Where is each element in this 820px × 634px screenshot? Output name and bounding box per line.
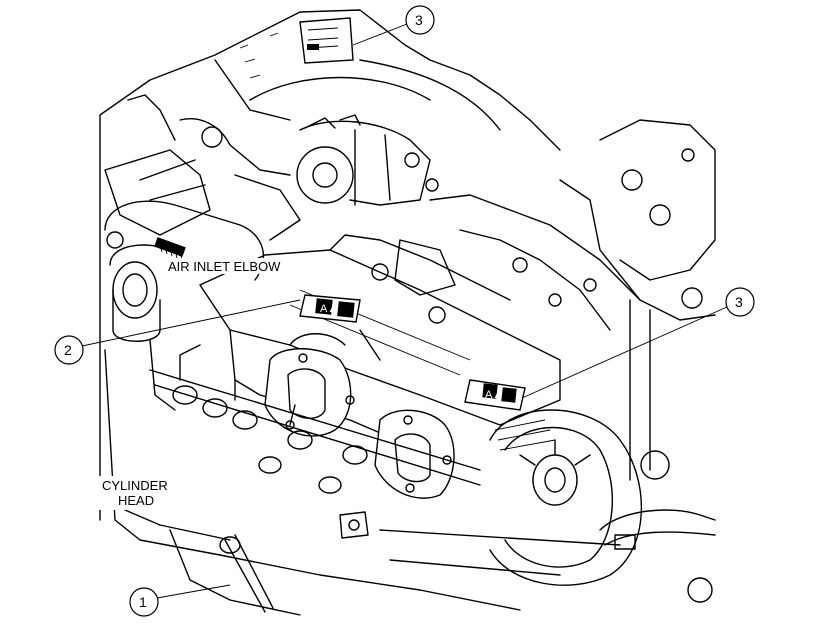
cylinder-head-label-line2: HEAD xyxy=(118,493,154,508)
water-pump xyxy=(296,114,439,206)
front-pulley-housing xyxy=(489,409,716,586)
cylinder-head-label-line1: CYLINDER xyxy=(102,478,168,493)
callout-number: 3 xyxy=(415,12,423,28)
decal-intake-front: A▲ xyxy=(299,294,361,323)
dipstick xyxy=(219,534,274,613)
callout-3-top: 3 xyxy=(352,5,435,46)
air-inlet-elbow-label: AIR INLET ELBOW xyxy=(168,259,281,274)
rear-cover xyxy=(99,9,561,521)
cylinder-head-part xyxy=(104,339,521,616)
left-rear-mechanism xyxy=(104,118,301,241)
cover-plate-upper xyxy=(264,348,355,437)
valve-cover-upper xyxy=(371,194,641,331)
decal-text-b: A▲ xyxy=(485,389,503,401)
air-inlet-elbow-part xyxy=(104,200,265,342)
callout-2: 2 xyxy=(54,299,301,365)
lower-fasteners xyxy=(339,511,621,576)
callout-1: 1 xyxy=(129,584,231,617)
callout-3-right: 3 xyxy=(521,287,755,399)
decal-rear-cover xyxy=(299,17,354,64)
decal-text-a: A▲ xyxy=(320,303,338,315)
right-components xyxy=(559,119,716,603)
cover-plate-lower xyxy=(374,409,455,499)
callout-number: 3 xyxy=(735,294,743,310)
decal-intake-rear: A▲ xyxy=(464,379,526,411)
label-backdrop xyxy=(98,476,174,510)
label-backdrop xyxy=(166,258,286,274)
callout-number: 2 xyxy=(64,342,72,358)
callout-number: 1 xyxy=(139,594,147,610)
injector-row xyxy=(149,344,481,494)
